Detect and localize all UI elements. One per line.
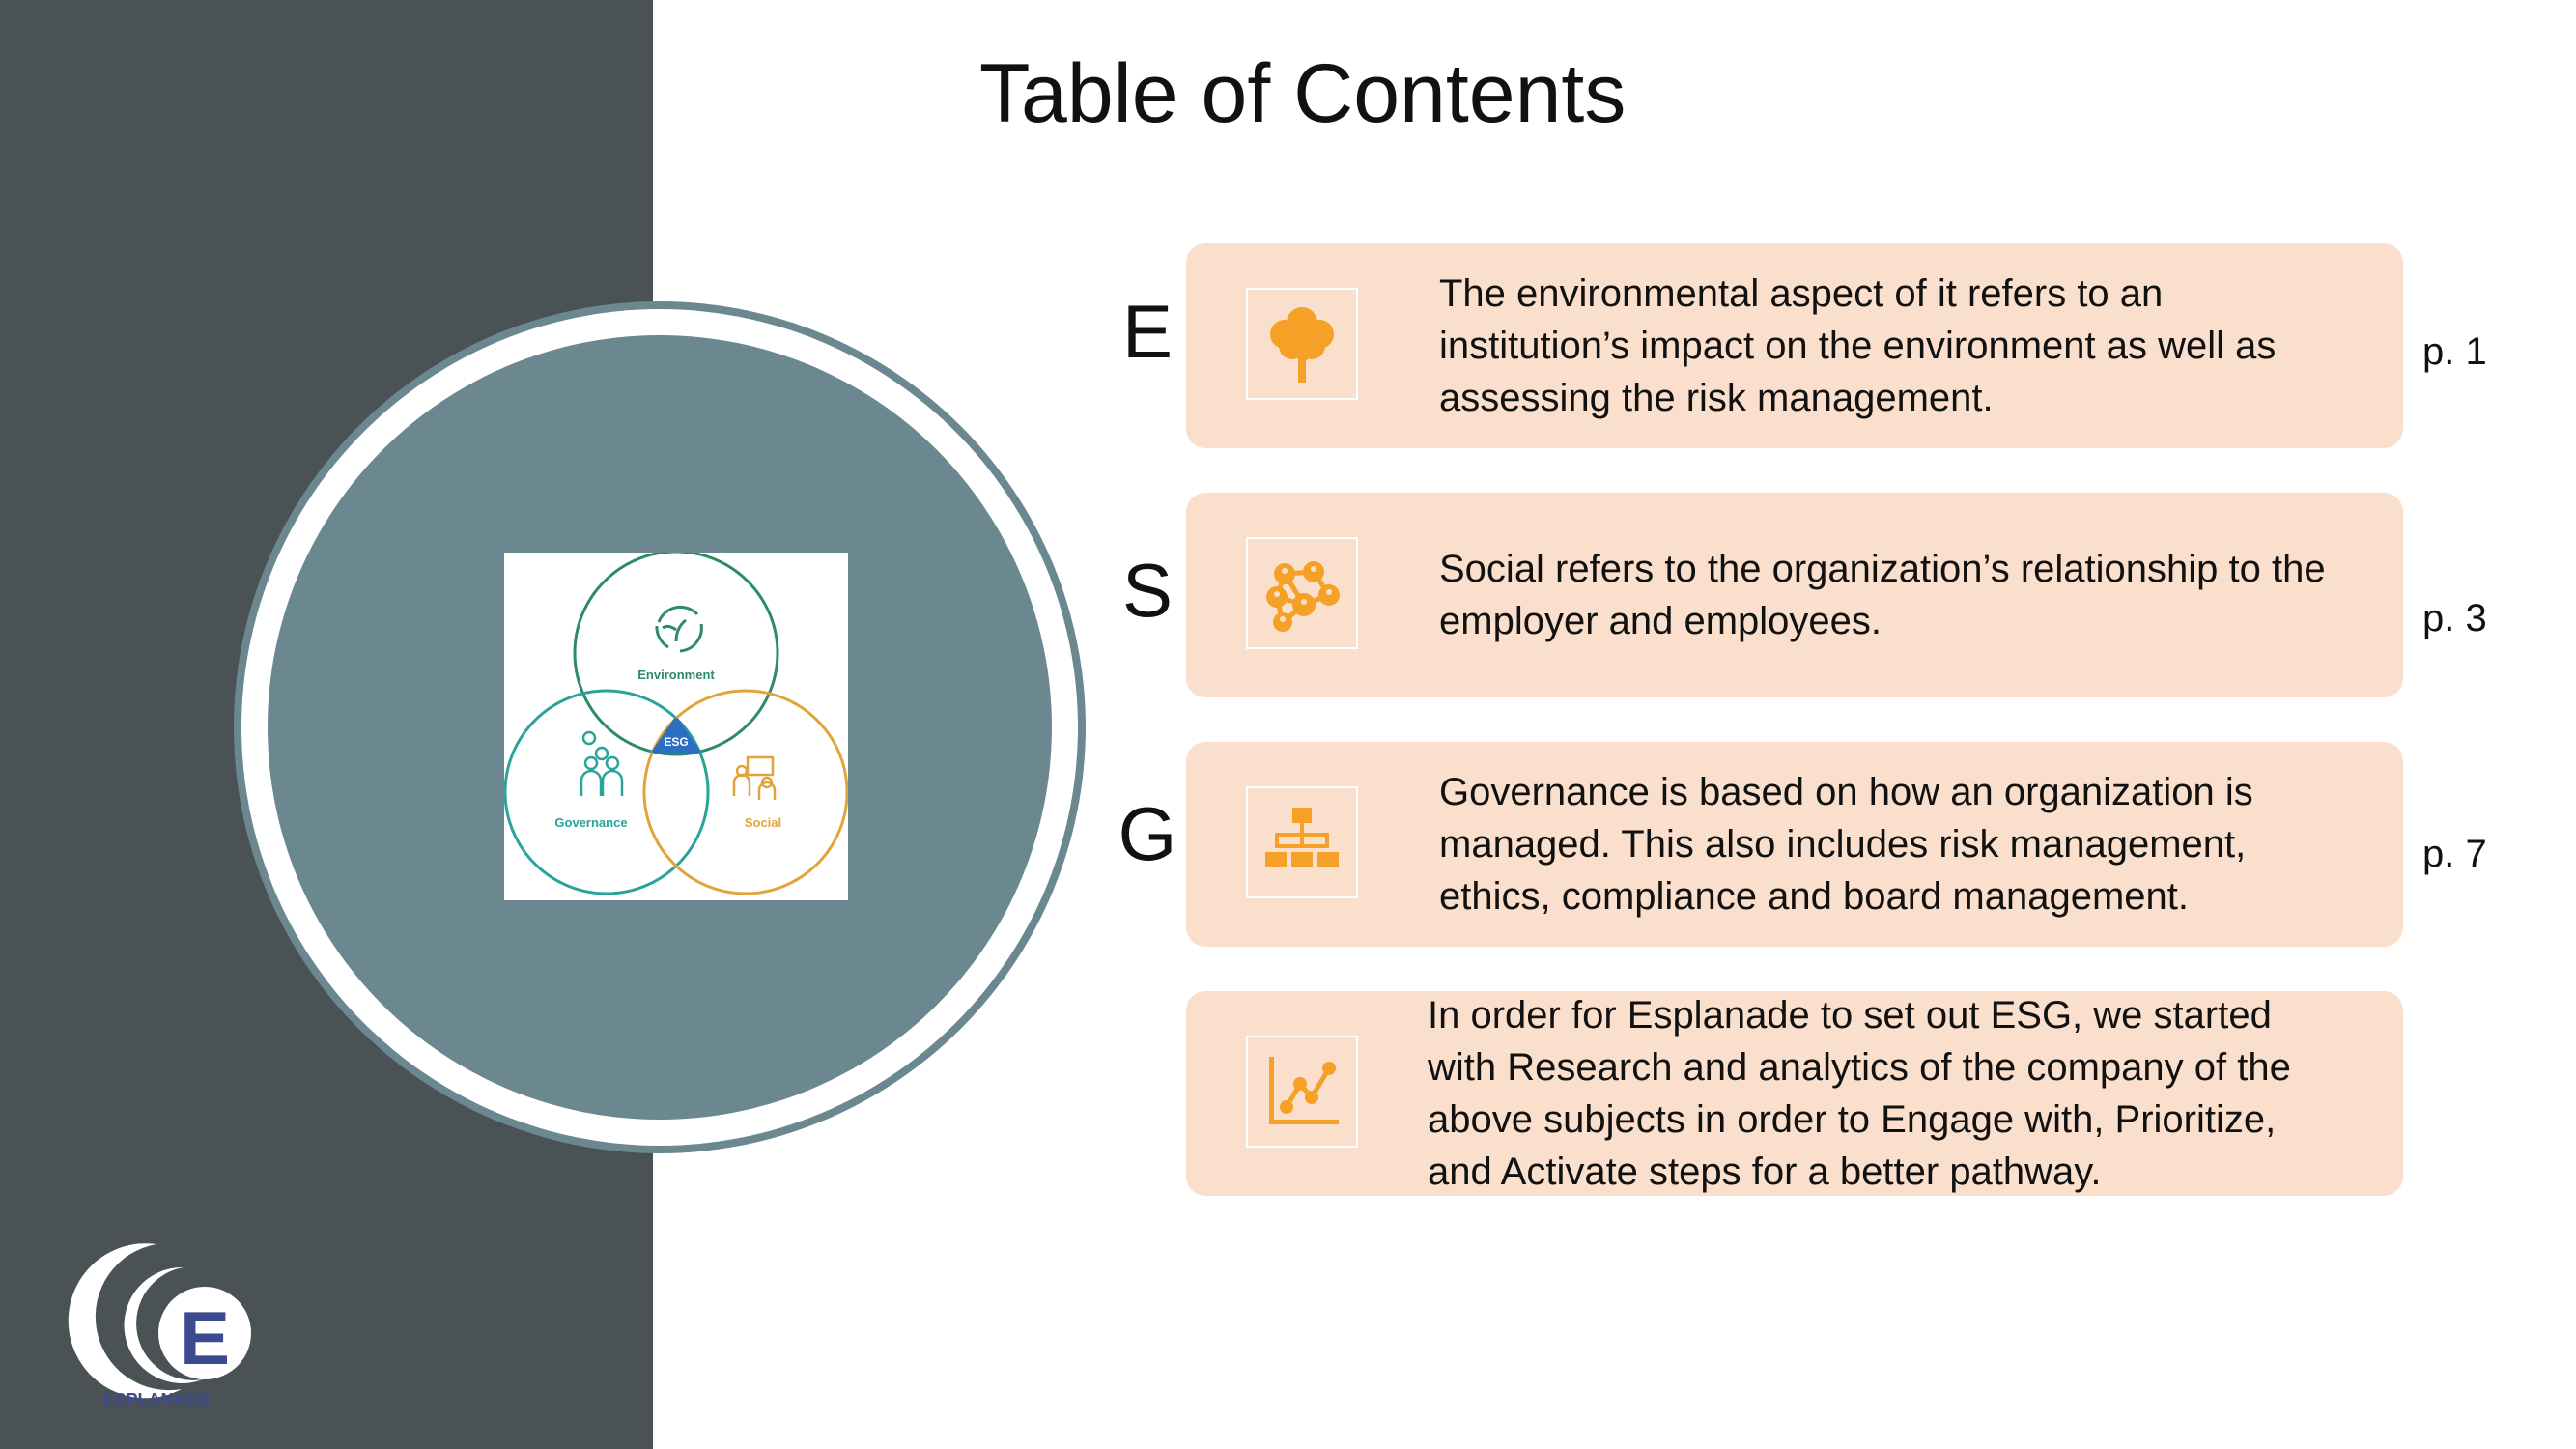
recycle-icon (655, 605, 703, 653)
section-card-summary: In order for Esplanade to set out ESG, w… (1186, 991, 2403, 1196)
social-label: Social (745, 815, 781, 830)
section-card-social: Social refers to the organization’s rela… (1186, 493, 2403, 697)
section-card-environmental: The environmental aspect of it refers to… (1186, 243, 2403, 448)
people-icon (580, 730, 624, 796)
page-reference: p. 7 (2422, 833, 2487, 875)
esg-label: ESG (664, 735, 688, 749)
logo-wordmark: ESPLANADE (102, 1390, 210, 1409)
section-card-governance: Governance is based on how an organizati… (1186, 742, 2403, 947)
page-title: Table of Contents (979, 47, 1627, 140)
environment-label: Environment (637, 668, 715, 682)
section-description: Social refers to the organization’s rela… (1439, 548, 2326, 642)
governance-circle (504, 689, 710, 895)
section-letter-s: S (1121, 548, 1174, 633)
section-description: Governance is based on how an organizati… (1439, 771, 2253, 918)
meeting-icon (732, 755, 777, 800)
tree-icon (1246, 288, 1358, 400)
page-reference: p. 3 (2422, 597, 2487, 639)
logo-letter: E (180, 1295, 230, 1380)
org-chart-icon (1246, 786, 1358, 898)
section-letter-e: E (1121, 289, 1174, 374)
section-description: The environmental aspect of it refers to… (1439, 272, 2277, 419)
section-letter-g: G (1118, 791, 1177, 876)
page-reference: p. 1 (2422, 330, 2487, 373)
esplanade-logo: E ESPLANADE (60, 1236, 253, 1410)
governance-label: Governance (554, 815, 627, 830)
section-description: In order for Esplanade to set out ESG, w… (1428, 994, 2291, 1193)
line-chart-icon (1246, 1036, 1358, 1148)
esg-venn-diagram: Environment Governance Social ESG (504, 553, 848, 900)
social-circle (642, 689, 848, 895)
network-icon (1246, 537, 1358, 649)
esg-badge (652, 718, 700, 754)
